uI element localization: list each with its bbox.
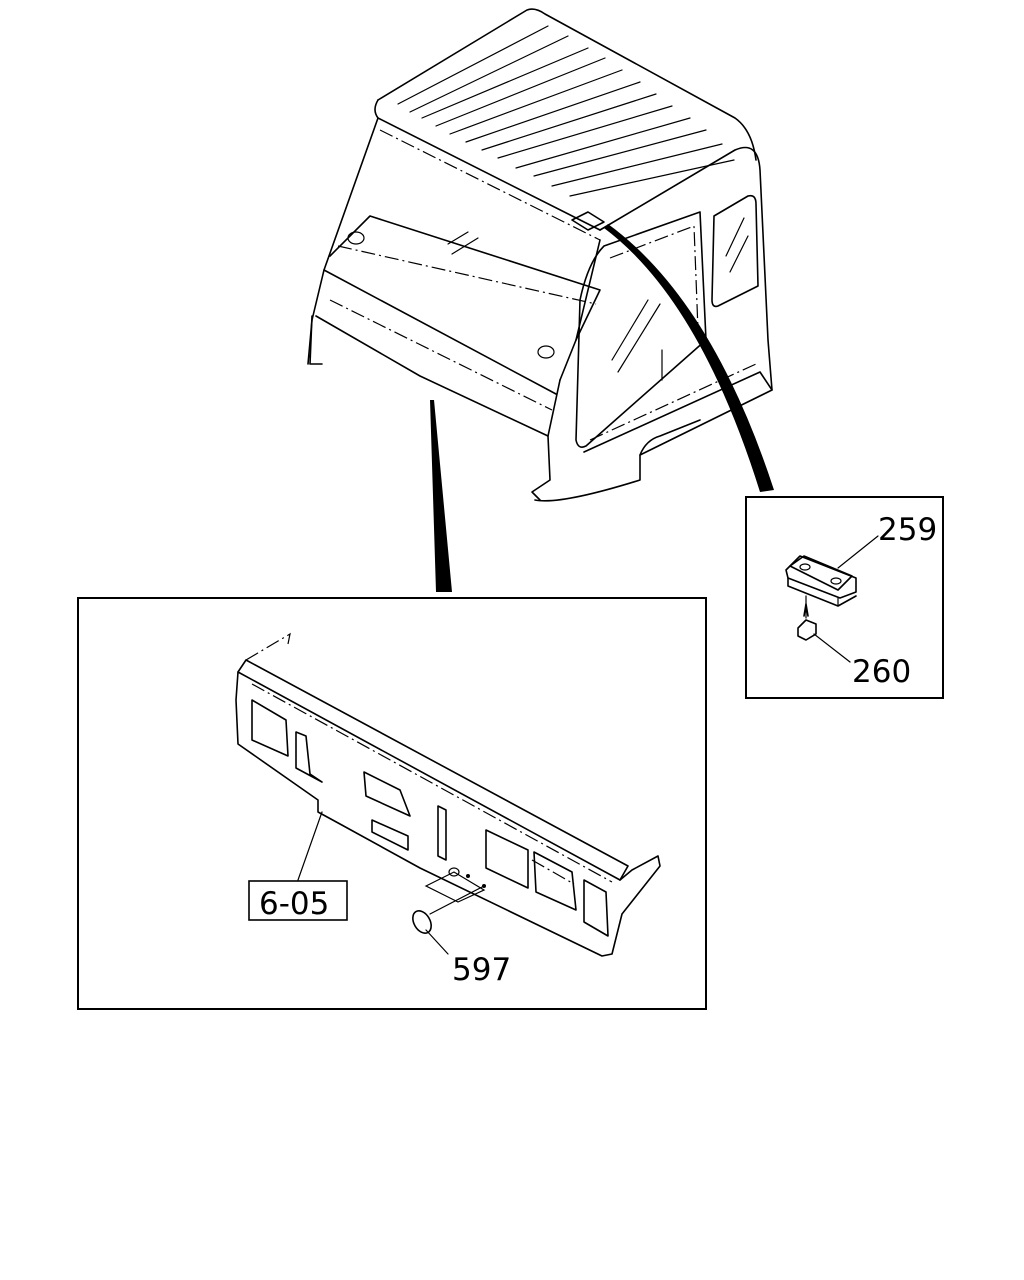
leader-to-clip-inset bbox=[604, 224, 774, 492]
panel-inset: 6-05 597 bbox=[77, 597, 707, 1010]
callout-6-05: 6-05 bbox=[259, 886, 329, 922]
cab-illustration bbox=[307, 8, 773, 502]
callout-597: 597 bbox=[452, 952, 511, 988]
clip-inset: 259 260 bbox=[745, 496, 944, 699]
callout-260: 260 bbox=[852, 654, 911, 690]
roof-ribs bbox=[397, 25, 735, 197]
clip-inset-frame bbox=[745, 496, 944, 699]
leader-to-panel-inset bbox=[430, 400, 452, 592]
callout-259: 259 bbox=[878, 512, 937, 548]
callout-box-6-05 bbox=[248, 880, 348, 921]
panel-inset-frame bbox=[77, 597, 707, 1010]
